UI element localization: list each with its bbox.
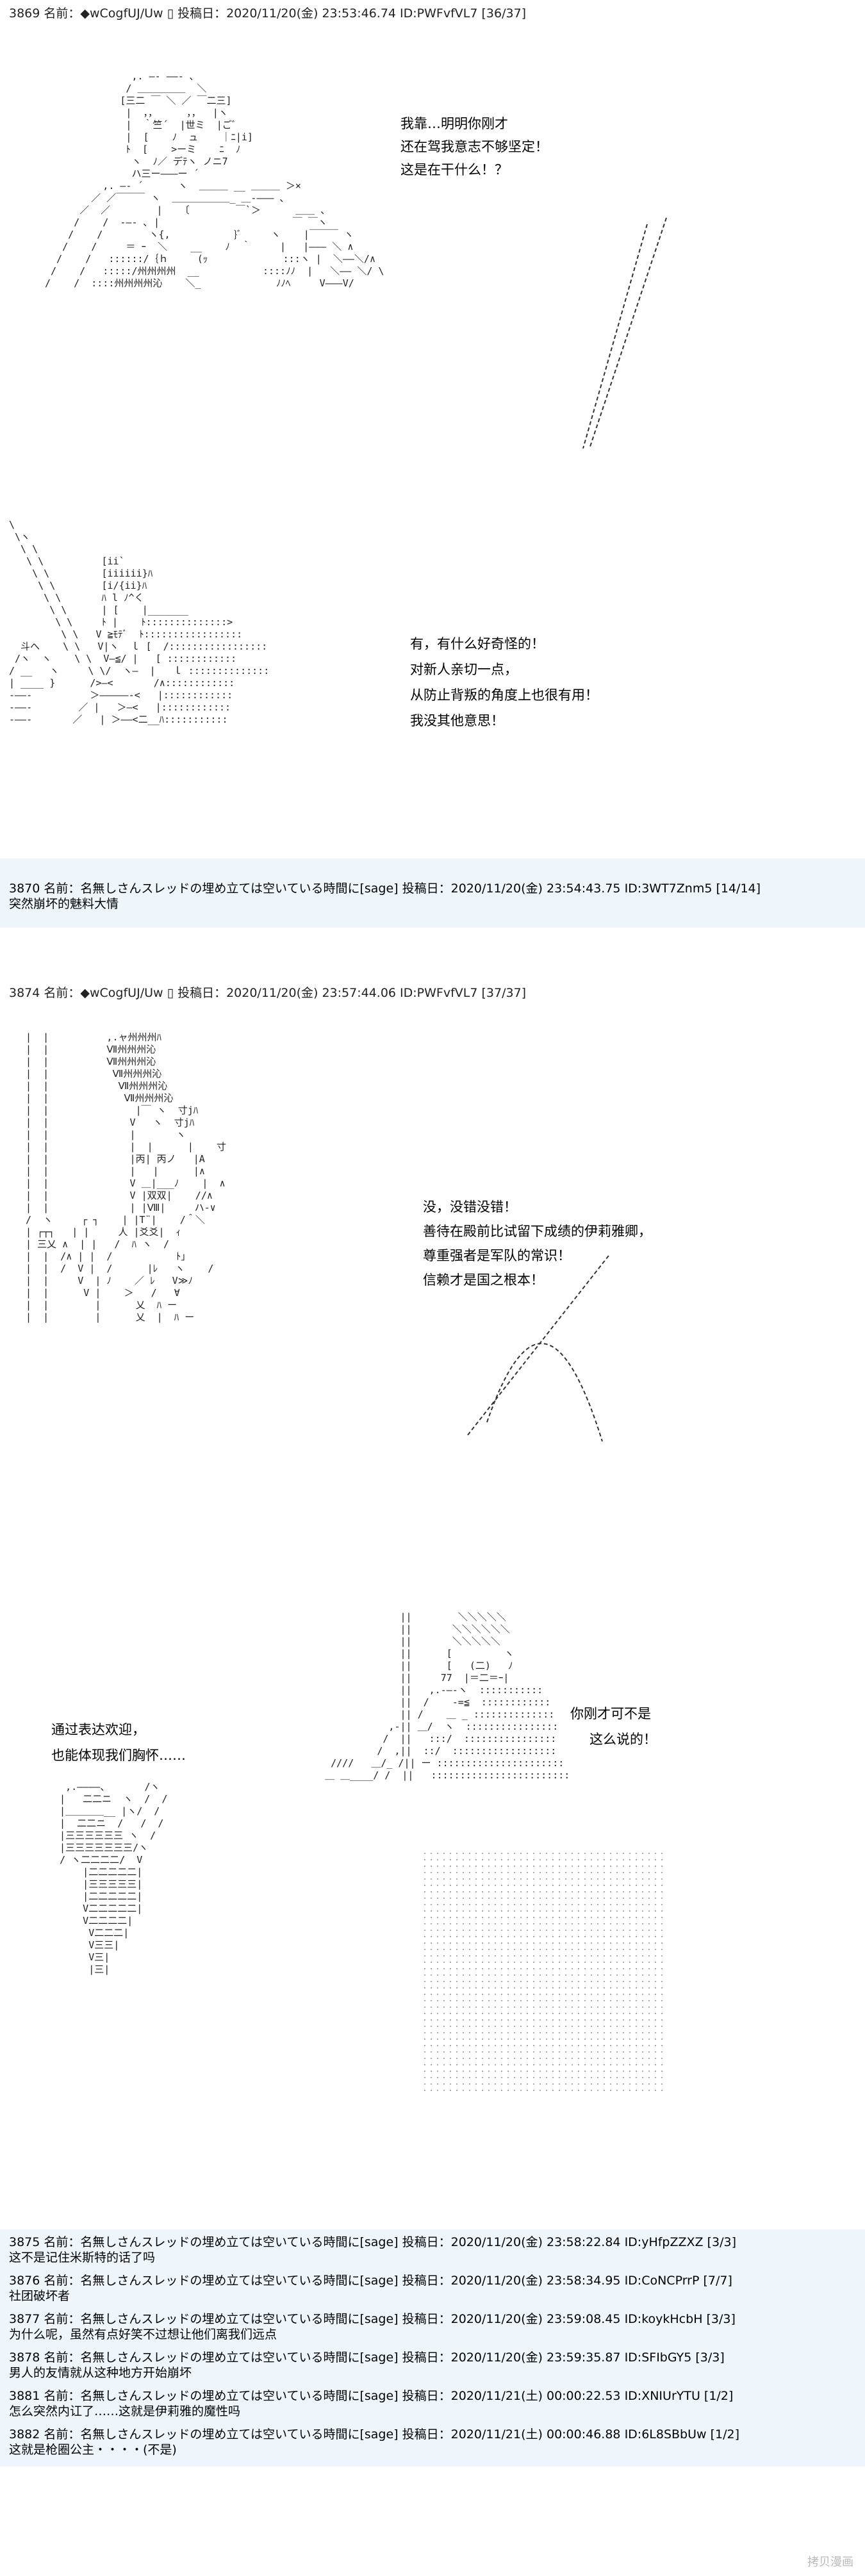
dialogue-line: 我没其他意思！ [410, 713, 504, 728]
dialogue-line: 这是在干什么！？ [400, 162, 508, 177]
dialogue-line: 也能体现我们胸怀…… [51, 1748, 186, 1763]
ascii-art-knight: | | ,.ャ州州州ﾊ | | Ⅶ州州州沁 | | Ⅶ州州州沁 | | Ⅶ州州州… [26, 1031, 227, 1323]
dialogue-line: 尊重强者是军队的常识！ [423, 1248, 571, 1263]
dialogue-block-3: 没，没错没错！ 善待在殿前比试留下成绩的伊莉雅卿， 尊重强者是军队的常识！ 信赖… [423, 1195, 652, 1292]
response-body: 这就是枪圈公主・・・・(不是) [9, 2443, 177, 2457]
response-3875: 3875 名前：名無しさんスレッドの埋め立ては空いている時間に[sage] 投稿… [9, 2235, 736, 2265]
response-3877: 3877 名前：名無しさんスレッドの埋め立ては空いている時間に[sage] 投稿… [9, 2311, 736, 2342]
dialogue-line: 善待在殿前比试留下成绩的伊莉雅卿， [423, 1224, 652, 1239]
response-header: 3875 名前：名無しさんスレッドの埋め立ては空いている時間に[sage] 投稿… [9, 2235, 736, 2249]
response-3876: 3876 名前：名無しさんスレッドの埋め立ては空いている時間に[sage] 投稿… [9, 2273, 732, 2304]
response-body: 怎么突然内讧了……这就是伊莉雅的魔性吗 [9, 2404, 241, 2418]
dotted-mass-right [423, 1851, 666, 2095]
dialogue-block-1: 我靠…明明你刚才 还在驾我意志不够坚定！ 这是在干什么！？ [400, 112, 548, 181]
dialogue-line: 这么说的！ [589, 1732, 657, 1747]
response-header: 3882 名前：名無しさんスレッドの埋め立ては空いている時間に[sage] 投稿… [9, 2427, 740, 2441]
response-header: 3881 名前：名無しさんスレッドの埋め立ては空いている時間に[sage] 投稿… [9, 2389, 734, 2403]
dialogue-line: 对新人亲切一点， [410, 662, 518, 677]
response-header: 3878 名前：名無しさんスレッドの埋め立ては空いている時間に[sage] 投稿… [9, 2350, 725, 2365]
response-3881: 3881 名前：名無しさんスレッドの埋め立ては空いている時間に[sage] 投稿… [9, 2388, 733, 2419]
response-body: 男人的友情就从这种地方开始崩坏 [9, 2366, 192, 2380]
response-body: 这不是记住米斯特的话了吗 [9, 2251, 156, 2265]
dialogue-line: 从防止背叛的角度上也很有用！ [410, 687, 598, 703]
post-header-3869: 3869 名前：◆wCogfUJ/Uw ▯ 投稿日：2020/11/20(金) … [9, 6, 527, 21]
dialogue-line: 通过表达欢迎， [51, 1722, 145, 1737]
post-header-3874: 3874 名前：◆wCogfUJ/Uw ▯ 投稿日：2020/11/20(金) … [9, 986, 527, 1000]
ascii-art-knight-right: || ＼＼＼＼＼ || ＼＼＼＼＼＼ || ＼＼＼＼＼ || [ ヽ || [ … [325, 1611, 570, 1781]
dialogue-line: 你刚才可不是 [570, 1706, 651, 1721]
response-3870: 3870 名前：名無しさんスレッドの埋め立ては空いている時間に[sage] 投稿… [9, 881, 761, 912]
dialogue-line: 还在驾我意志不够坚定！ [400, 139, 548, 154]
watermark: 拷贝漫画 [807, 2555, 853, 2569]
response-body: 突然崩坏的魅料大情 [9, 897, 119, 911]
dialogue-block-4: 通过表达欢迎， 也能体现我们胸怀…… [51, 1717, 186, 1768]
response-header: 3870 名前：名無しさんスレッドの埋め立ては空いている時間に[sage] 投稿… [9, 882, 761, 896]
responses-block: 3875 名前：名無しさんスレッドの埋め立ては空いている時間に[sage] 投稿… [0, 2229, 865, 2466]
sword-and-arc-right [467, 1255, 609, 1442]
response-body: 为什么呢，虽然有点好笑不过想让他们离我们远点 [9, 2327, 277, 2342]
response-header: 3877 名前：名無しさんスレッドの埋め立ては空いている時間に[sage] 投稿… [9, 2312, 736, 2326]
dialogue-block-2: 有，有什么好奇怪的！ 对新人亲切一点， 从防止背叛的角度上也很有用！ 我没其他意… [410, 631, 598, 734]
response-block-3870: 3870 名前：名無しさんスレッドの埋め立ては空いている時間に[sage] 投稿… [0, 858, 865, 928]
ascii-art-soldier-2: \ \ヽ \ \ \ \ [ii` \ \ [iiiiii}ﾊ \ \ [i/{… [9, 519, 270, 725]
response-body: 社团破坏者 [9, 2289, 70, 2303]
dialogue-line: 信赖才是国之根本！ [423, 1272, 544, 1288]
dialogue-line: 没，没错没错！ [423, 1199, 517, 1215]
dialogue-line: 我靠…明明你刚才 [400, 116, 508, 131]
ascii-art-soldier-left: ,.――――、 /ヽ | 二二ニ ヽ / / |＿＿＿＿__ |ヽ/ / | 二… [60, 1781, 168, 1975]
dialogue-block-5: 你刚才可不是 这么说的！ [570, 1701, 657, 1752]
spear-lines-right [582, 217, 667, 449]
response-3882: 3882 名前：名無しさんスレッドの埋め立ては空いている時間に[sage] 投稿… [9, 2427, 739, 2457]
dialogue-line: 有，有什么好奇怪的！ [410, 636, 545, 652]
response-header: 3876 名前：名無しさんスレッドの埋め立ては空いている時間に[sage] 投稿… [9, 2274, 732, 2288]
ascii-art-soldier-1: ,. ―‐ ――- ､ / ＿＿＿＿＿ ＼ [三二 ￣ ＼ ／ ￣二三] | ，… [45, 70, 384, 289]
response-3878: 3878 名前：名無しさんスレッドの埋め立ては空いている時間に[sage] 投稿… [9, 2350, 725, 2381]
